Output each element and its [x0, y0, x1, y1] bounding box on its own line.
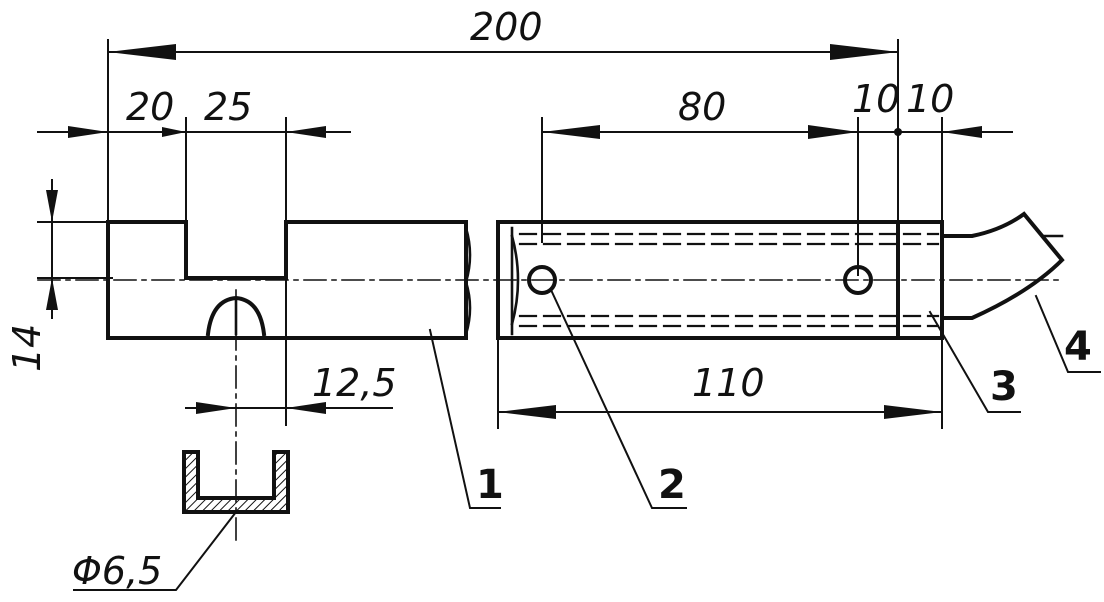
dim-14: 14 — [5, 324, 49, 372]
part-4-handle — [940, 211, 1065, 320]
dim-12-5: 12,5 — [312, 361, 397, 405]
part-3-sleeve — [496, 220, 944, 340]
part-1-bar — [106, 220, 472, 340]
leader-lines — [73, 290, 1101, 591]
callout-part-2: 2 — [658, 462, 686, 508]
dimension-line-80-10-10 — [541, 125, 1013, 139]
dim-10-a: 10 — [852, 77, 900, 121]
dimension-line-12-5 — [185, 402, 393, 414]
dim-200: 200 — [470, 5, 543, 49]
dimension-line-14 — [46, 179, 58, 319]
cross-section-u-channel — [182, 450, 290, 514]
dim-10-b: 10 — [906, 77, 954, 121]
dim-110: 110 — [692, 361, 765, 405]
dimension-line-110 — [497, 405, 943, 419]
dim-20: 20 — [126, 85, 174, 129]
dimension-line-200 — [107, 44, 899, 60]
dimension-line-20-25 — [37, 126, 351, 138]
dim-hole-diameter: Φ6,5 — [72, 549, 162, 593]
callout-part-3: 3 — [990, 364, 1018, 410]
dim-25: 25 — [204, 85, 252, 129]
part-2-pins — [527, 265, 873, 295]
callout-part-4: 4 — [1064, 324, 1092, 370]
dim-80: 80 — [678, 85, 726, 129]
callout-part-1: 1 — [476, 462, 504, 508]
